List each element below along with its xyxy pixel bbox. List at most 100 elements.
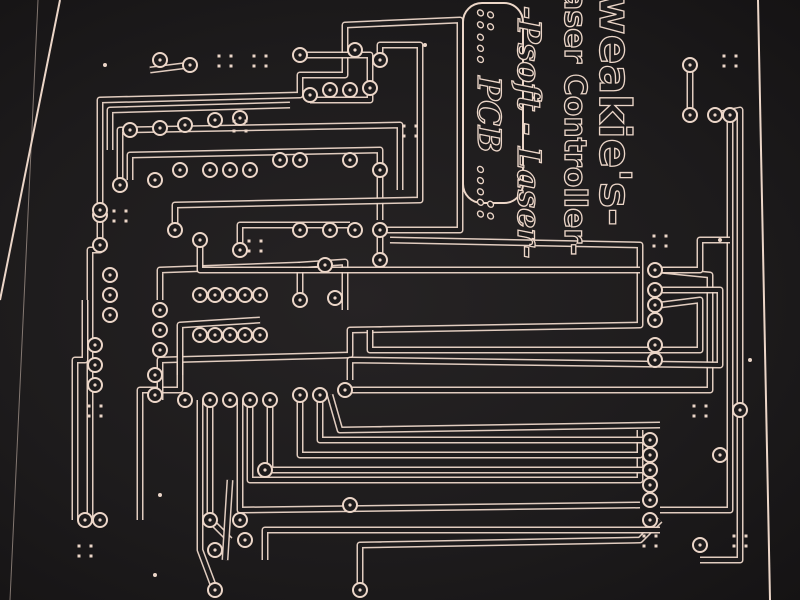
- trace-gap: [118, 123, 402, 190]
- drill-hole: [358, 588, 362, 592]
- drill-hole: [298, 298, 302, 302]
- registration-mark: [692, 414, 696, 418]
- registration-mark: [732, 534, 736, 538]
- drill-hole: [198, 238, 202, 242]
- trace-gap: [128, 148, 382, 220]
- registration-mark: [247, 249, 251, 253]
- trace-gap: [300, 53, 372, 102]
- drill-hole: [238, 116, 242, 120]
- drill-hole: [378, 58, 382, 62]
- registration-mark: [732, 544, 736, 548]
- drill-hole: [328, 88, 332, 92]
- trace-gap: [108, 103, 291, 150]
- drill-hole: [158, 126, 162, 130]
- drill-hole: [278, 158, 282, 162]
- trace-gap: [238, 400, 641, 512]
- drill-hole: [653, 288, 657, 292]
- drill-hole: [718, 453, 722, 457]
- trace-gap: [348, 288, 722, 380]
- registration-mark: [654, 534, 658, 538]
- registration-mark: [77, 554, 81, 558]
- drill-hole: [98, 518, 102, 522]
- copper-trace: [266, 400, 650, 474]
- drill-hole: [648, 518, 652, 522]
- drill-hole: [158, 308, 162, 312]
- drill-hole: [208, 398, 212, 402]
- registration-mark: [654, 544, 658, 548]
- registration-mark: [414, 124, 418, 128]
- registration-mark: [87, 414, 91, 418]
- drill-hole: [198, 333, 202, 337]
- drill-hole: [128, 128, 132, 132]
- trace-gap: [198, 400, 217, 591]
- drill-hole: [183, 123, 187, 127]
- drill-hole: [348, 503, 352, 507]
- drill-hole: [713, 113, 717, 117]
- drill-hole: [738, 408, 742, 412]
- trace-gap: [73, 300, 87, 520]
- drill-hole: [688, 63, 692, 67]
- board-subtitle: aser Controller-: [556, 0, 592, 256]
- board-edge: [757, 0, 771, 600]
- via-dot: [423, 43, 427, 47]
- trace-gap: [650, 238, 730, 272]
- registration-mark: [112, 209, 116, 213]
- registration-mark: [722, 54, 726, 58]
- via-dot: [748, 358, 752, 362]
- drill-hole: [98, 243, 102, 247]
- drill-hole: [158, 328, 162, 332]
- registration-mark: [229, 54, 233, 58]
- drill-hole: [653, 268, 657, 272]
- drill-hole: [243, 538, 247, 542]
- drill-hole: [698, 543, 702, 547]
- registration-mark: [244, 129, 248, 133]
- drill-hole: [98, 208, 102, 212]
- drill-hole: [688, 113, 692, 117]
- drill-hole: [268, 398, 272, 402]
- drill-hole: [198, 293, 202, 297]
- via-dot: [718, 238, 722, 242]
- registration-mark: [664, 234, 668, 238]
- drill-hole: [153, 373, 157, 377]
- board-edge: [0, 0, 61, 301]
- drill-hole: [238, 518, 242, 522]
- trace-gap: [268, 400, 650, 472]
- registration-mark: [744, 544, 748, 548]
- drill-hole: [158, 348, 162, 352]
- drill-hole: [183, 398, 187, 402]
- trace-gap: [248, 400, 642, 482]
- drill-hole: [648, 453, 652, 457]
- registration-mark: [89, 554, 93, 558]
- trace-gap: [198, 240, 640, 272]
- via-dot: [153, 573, 157, 577]
- trace-gap: [173, 43, 422, 230]
- registration-mark: [112, 219, 116, 223]
- drill-hole: [173, 228, 177, 232]
- registration-mark: [259, 249, 263, 253]
- drill-hole: [653, 303, 657, 307]
- drill-hole: [348, 88, 352, 92]
- registration-mark: [124, 219, 128, 223]
- drill-hole: [208, 168, 212, 172]
- drill-hole: [323, 263, 327, 267]
- drill-hole: [213, 588, 217, 592]
- drill-hole: [328, 228, 332, 232]
- drill-hole: [378, 168, 382, 172]
- registration-mark: [642, 544, 646, 548]
- trace-gap: [318, 395, 650, 442]
- drill-hole: [153, 393, 157, 397]
- drill-hole: [298, 53, 302, 57]
- board-edge: [9, 0, 39, 600]
- drill-hole: [213, 293, 217, 297]
- registration-mark: [642, 534, 646, 538]
- trace-gap: [238, 223, 350, 250]
- trace-gap: [98, 18, 462, 260]
- drill-hole: [378, 258, 382, 262]
- drill-hole: [158, 58, 162, 62]
- registration-mark: [244, 119, 248, 123]
- registration-mark: [232, 119, 236, 123]
- drill-hole: [118, 183, 122, 187]
- drill-hole: [653, 343, 657, 347]
